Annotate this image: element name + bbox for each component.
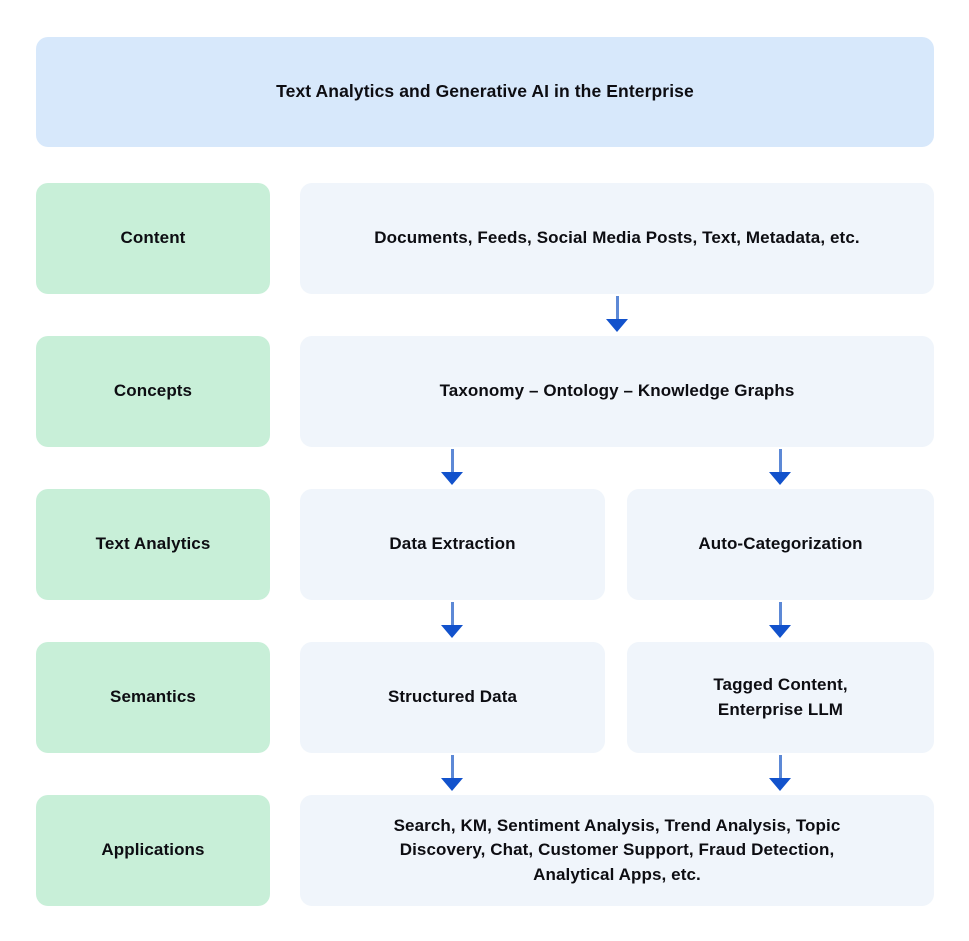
row-label-concepts: Concepts [36,336,270,447]
arrow-stem [450,602,454,625]
arrow-stem [450,449,454,472]
row-label-content: Content [36,183,270,294]
row-label-applications-text: Applications [101,840,205,860]
arrow-concepts-to-auto-categorization [769,449,791,485]
arrow-down-icon [769,778,791,791]
structured-data-text: Structured Data [387,687,518,707]
row-label-text-analytics-text: Text Analytics [95,534,211,554]
arrow-down-icon [606,319,628,332]
arrow-concepts-to-data-extraction [441,449,463,485]
arrow-down-icon [441,778,463,791]
applications-box: Search, KM, Sentiment Analysis, Trend An… [300,795,934,906]
content-sources-text: Documents, Feeds, Social Media Posts, Te… [374,228,860,248]
row-label-content-text: Content [120,228,186,248]
arrow-structured-data-to-applications [441,755,463,791]
arrow-data-extraction-to-structured-data [441,602,463,638]
structured-data-box: Structured Data [300,642,605,753]
data-extraction-box: Data Extraction [300,489,605,600]
title-banner: Text Analytics and Generative AI in the … [36,37,934,147]
concepts-text: Taxonomy – Ontology – Knowledge Graphs [439,381,795,401]
row-label-text-analytics: Text Analytics [36,489,270,600]
arrow-content-to-concepts [606,296,628,332]
auto-categorization-text: Auto-Categorization [698,534,863,554]
arrow-down-icon [769,625,791,638]
arrow-stem [778,449,782,472]
diagram-title: Text Analytics and Generative AI in the … [276,81,694,102]
auto-categorization-box: Auto-Categorization [627,489,934,600]
tagged-content-text: Tagged Content, Enterprise LLM [713,674,848,719]
arrow-down-icon [441,625,463,638]
arrow-stem [778,602,782,625]
tagged-content-box: Tagged Content, Enterprise LLM [627,642,934,753]
content-sources-box: Documents, Feeds, Social Media Posts, Te… [300,183,934,294]
arrow-down-icon [441,472,463,485]
applications-text: Search, KM, Sentiment Analysis, Trend An… [393,815,841,884]
row-label-semantics: Semantics [36,642,270,753]
row-label-concepts-text: Concepts [113,381,193,401]
row-label-semantics-text: Semantics [110,687,196,707]
row-label-applications: Applications [36,795,270,906]
data-extraction-text: Data Extraction [389,534,516,554]
concepts-box: Taxonomy – Ontology – Knowledge Graphs [300,336,934,447]
arrow-down-icon [769,472,791,485]
arrow-stem [778,755,782,778]
arrow-tagged-content-to-applications [769,755,791,791]
arrow-auto-categorization-to-tagged-content [769,602,791,638]
arrow-stem [450,755,454,778]
arrow-stem [615,296,619,319]
